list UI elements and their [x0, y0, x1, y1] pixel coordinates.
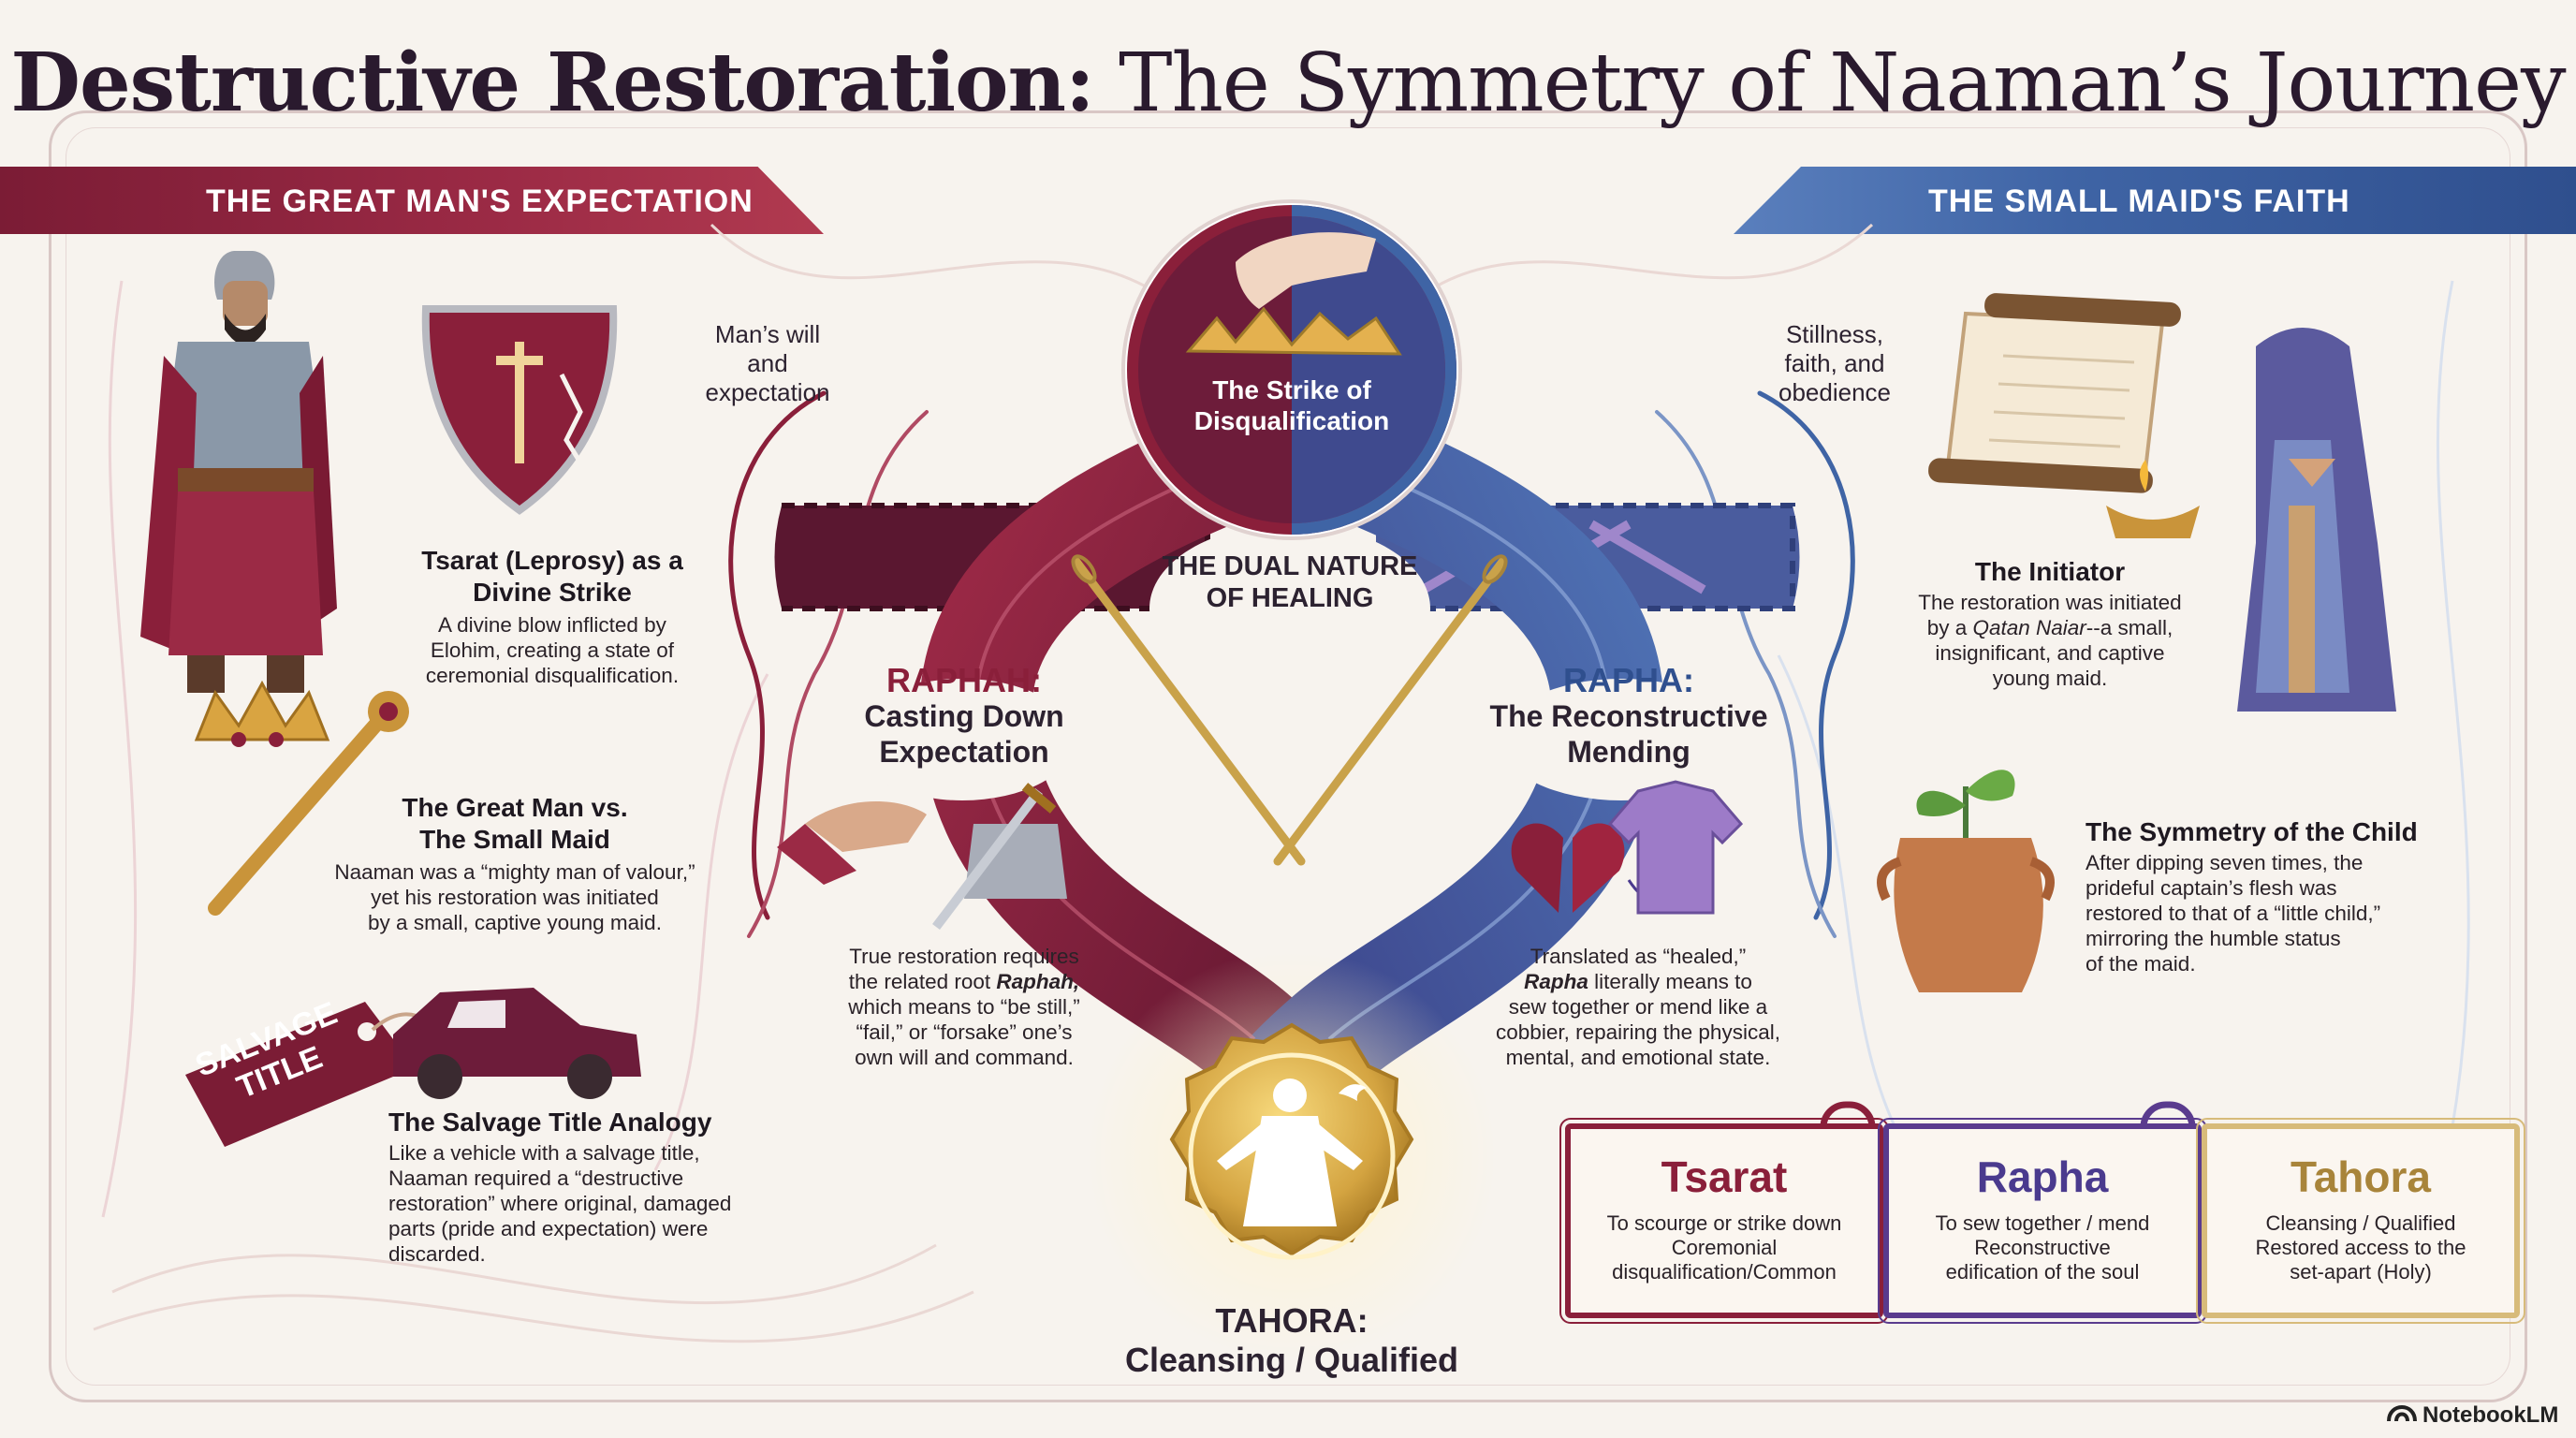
hand-icon — [1236, 232, 1376, 309]
robed-figure-icon — [1217, 1078, 1363, 1226]
raphah-body: True restoration requires the related ro… — [848, 945, 1080, 1069]
scroll-icon — [1928, 293, 2181, 493]
salvage-section: The Salvage Title Analogy Like a vehicle… — [388, 1108, 732, 1266]
raphah-section: RAPHAH: Casting Down Expectation — [864, 661, 1064, 770]
notebooklm-logo-icon — [2387, 1405, 2417, 1422]
banner-left — [0, 167, 824, 234]
rapha-body: Translated as “healed,” Rapha literally … — [1496, 945, 1780, 1069]
damaged-car-icon — [393, 988, 641, 1099]
salvage-tag — [185, 1002, 428, 1147]
brand-label: NotebookLM — [2422, 1402, 2559, 1428]
outer-frame — [49, 110, 2527, 1402]
broken-plate-icon — [1185, 306, 1402, 356]
rapha-section: RAPHA: The Reconstructive Mending — [1489, 661, 1768, 770]
open-hand-icon — [777, 801, 927, 885]
stillness-label: Stillness, faith, and obedience — [1778, 320, 1891, 406]
dove-icon — [1339, 1084, 1367, 1101]
oil-lamp-icon — [2106, 460, 2200, 538]
scepter-icon — [208, 691, 409, 916]
card-rapha: Rapha To sew together / mend Reconstruct… — [1878, 1118, 2207, 1324]
crown-icon — [194, 680, 330, 747]
symmetry-section: The Symmetry of the Child After dipping … — [2086, 817, 2418, 976]
great-man-section: The Great Man vs. The Small Maid Naaman … — [334, 793, 695, 934]
tsarat-section: Tsarat (Leprosy) as a Divine Strike A di… — [421, 546, 683, 687]
dual-nature-label: THE DUAL NATURE OF HEALING — [1162, 551, 1418, 613]
card-tsarat: Tsarat To scourge or strike down Coremon… — [1559, 1118, 1889, 1324]
initiator-section: The Initiator The restoration was initia… — [1918, 557, 2182, 690]
banner-left-text: THE GREAT MAN'S EXPECTATION — [206, 183, 754, 219]
inner-frame — [66, 127, 2510, 1386]
maid-illustration — [2237, 328, 2396, 712]
tahora-label: TAHORA: Cleansing / Qualified — [1124, 1301, 1459, 1379]
page-title: Destructive Restoration: The Symmetry of… — [10, 36, 2566, 130]
needles — [1072, 557, 1507, 866]
strike-label: The Strike of Disqualification — [1193, 375, 1390, 435]
cracked-shield-icon — [421, 305, 618, 515]
banner-right-text: THE SMALL MAID'S FAITH — [1928, 183, 2350, 219]
card-tahora: Tahora Cleansing / Qualified Restored ac… — [2196, 1118, 2525, 1324]
mans-will-label: Man’s will and expectation — [705, 320, 830, 406]
warrior-illustration — [140, 251, 337, 693]
banner-right — [1734, 167, 2576, 234]
sword-armor-icon — [932, 783, 1067, 931]
plant-pot-icon — [1877, 770, 2055, 992]
tunic-icon — [1607, 780, 1744, 915]
